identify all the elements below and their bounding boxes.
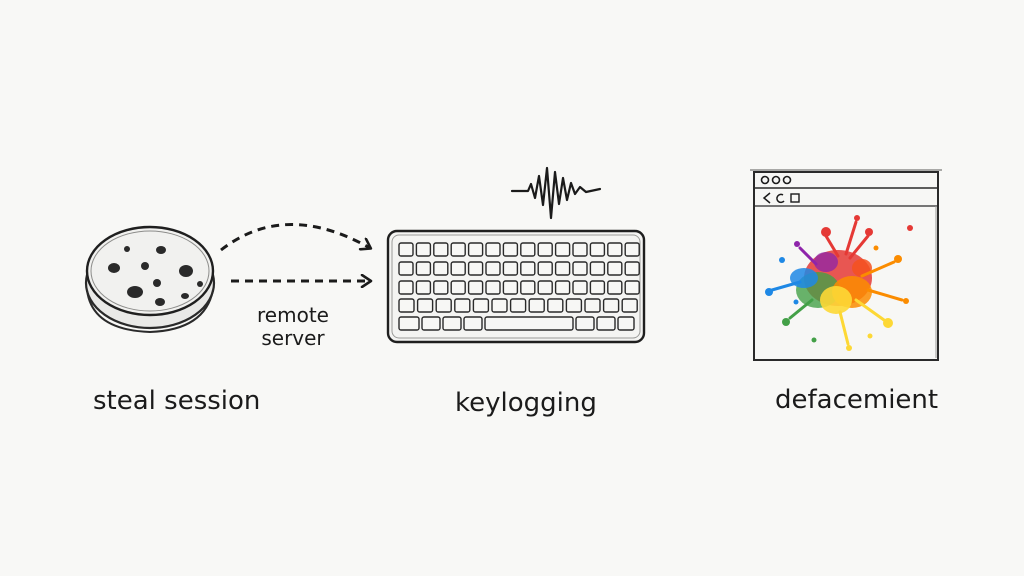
keyboard-key bbox=[467, 242, 484, 257]
keyboard-key bbox=[572, 261, 588, 276]
keyboard-key bbox=[589, 280, 606, 295]
tab-icon bbox=[790, 193, 800, 203]
steal-session-label: steal session bbox=[93, 386, 261, 416]
keyboard-key bbox=[398, 298, 415, 313]
keyboard-key bbox=[485, 280, 501, 295]
keyboard-key bbox=[442, 316, 462, 331]
keyboard-key bbox=[491, 298, 508, 313]
keyboard-key bbox=[624, 242, 640, 257]
keyboard-key bbox=[421, 316, 441, 331]
keyboard-key bbox=[589, 242, 606, 257]
keyboard-key bbox=[537, 242, 553, 257]
keyboard-key bbox=[520, 242, 536, 257]
keyboard-key bbox=[596, 316, 616, 331]
window-dot-icon bbox=[760, 175, 770, 185]
keyboard-key bbox=[450, 261, 466, 276]
keyboard-key bbox=[450, 242, 466, 257]
keyboard-key bbox=[584, 298, 601, 313]
keyboard-key bbox=[485, 261, 501, 276]
keyboard-key bbox=[433, 242, 449, 257]
keyboard-key bbox=[617, 316, 635, 331]
keyboard-key bbox=[572, 280, 588, 295]
refresh-icon bbox=[776, 193, 785, 204]
keyboard-spacebar bbox=[484, 316, 574, 331]
keyboard-key bbox=[398, 242, 414, 257]
remote-server-label: remote server bbox=[248, 304, 338, 350]
keyboard-key bbox=[435, 298, 452, 313]
browser-window-icon bbox=[750, 169, 942, 361]
keyboard-key bbox=[607, 280, 623, 295]
window-dot-icon bbox=[771, 175, 781, 185]
keyboard-key bbox=[509, 298, 527, 313]
keyboard-key bbox=[485, 242, 501, 257]
remote-server-line-2: server bbox=[261, 326, 325, 350]
keyboard-key bbox=[565, 298, 583, 313]
keyboard-key bbox=[547, 298, 564, 313]
keyboard-key bbox=[398, 280, 414, 295]
keyboard-key bbox=[502, 261, 519, 276]
keyboard-key bbox=[554, 261, 571, 276]
waveform-icon bbox=[510, 166, 602, 220]
cookie-icon bbox=[84, 225, 216, 334]
keyboard-key bbox=[467, 261, 484, 276]
back-icon bbox=[762, 192, 771, 204]
paint-splash-icon bbox=[765, 215, 913, 351]
defacement-label: defacemient bbox=[775, 385, 939, 415]
keyboard-key bbox=[463, 316, 483, 331]
keyboard-key bbox=[502, 242, 519, 257]
keyboard-key bbox=[554, 280, 571, 295]
window-dot-icon bbox=[782, 175, 792, 185]
keyboard-key bbox=[537, 280, 553, 295]
keyboard-key bbox=[415, 242, 432, 257]
keyboard-key bbox=[415, 261, 432, 276]
keyboard-key bbox=[398, 316, 420, 331]
keyboard-key bbox=[416, 298, 434, 313]
keyboard-key bbox=[607, 242, 623, 257]
keyboard-key bbox=[554, 242, 571, 257]
keylogging-label: keylogging bbox=[455, 388, 597, 418]
keyboard-key bbox=[624, 280, 640, 295]
keyboard-key bbox=[454, 298, 471, 313]
keyboard-key bbox=[467, 280, 484, 295]
keyboard-key bbox=[575, 316, 595, 331]
keyboard-key bbox=[621, 298, 638, 313]
remote-server-line-1: remote bbox=[257, 303, 329, 327]
keyboard-key bbox=[520, 261, 536, 276]
keyboard-key bbox=[450, 280, 466, 295]
keyboard-key bbox=[528, 298, 545, 313]
keyboard-key bbox=[572, 242, 588, 257]
keyboard-key bbox=[589, 261, 606, 276]
arrows bbox=[220, 223, 370, 281]
curved-arrow bbox=[220, 223, 370, 252]
keyboard-key bbox=[433, 280, 449, 295]
keyboard-key bbox=[472, 298, 490, 313]
keyboard-key bbox=[415, 280, 432, 295]
keyboard-key bbox=[398, 261, 414, 276]
keyboard-key bbox=[602, 298, 620, 313]
keyboard-key bbox=[537, 261, 553, 276]
keyboard-key bbox=[502, 280, 519, 295]
keyboard-key bbox=[624, 261, 640, 276]
keyboard-key bbox=[433, 261, 449, 276]
keyboard-key bbox=[607, 261, 623, 276]
keyboard-key bbox=[520, 280, 536, 295]
keyboard-icon bbox=[386, 229, 646, 344]
